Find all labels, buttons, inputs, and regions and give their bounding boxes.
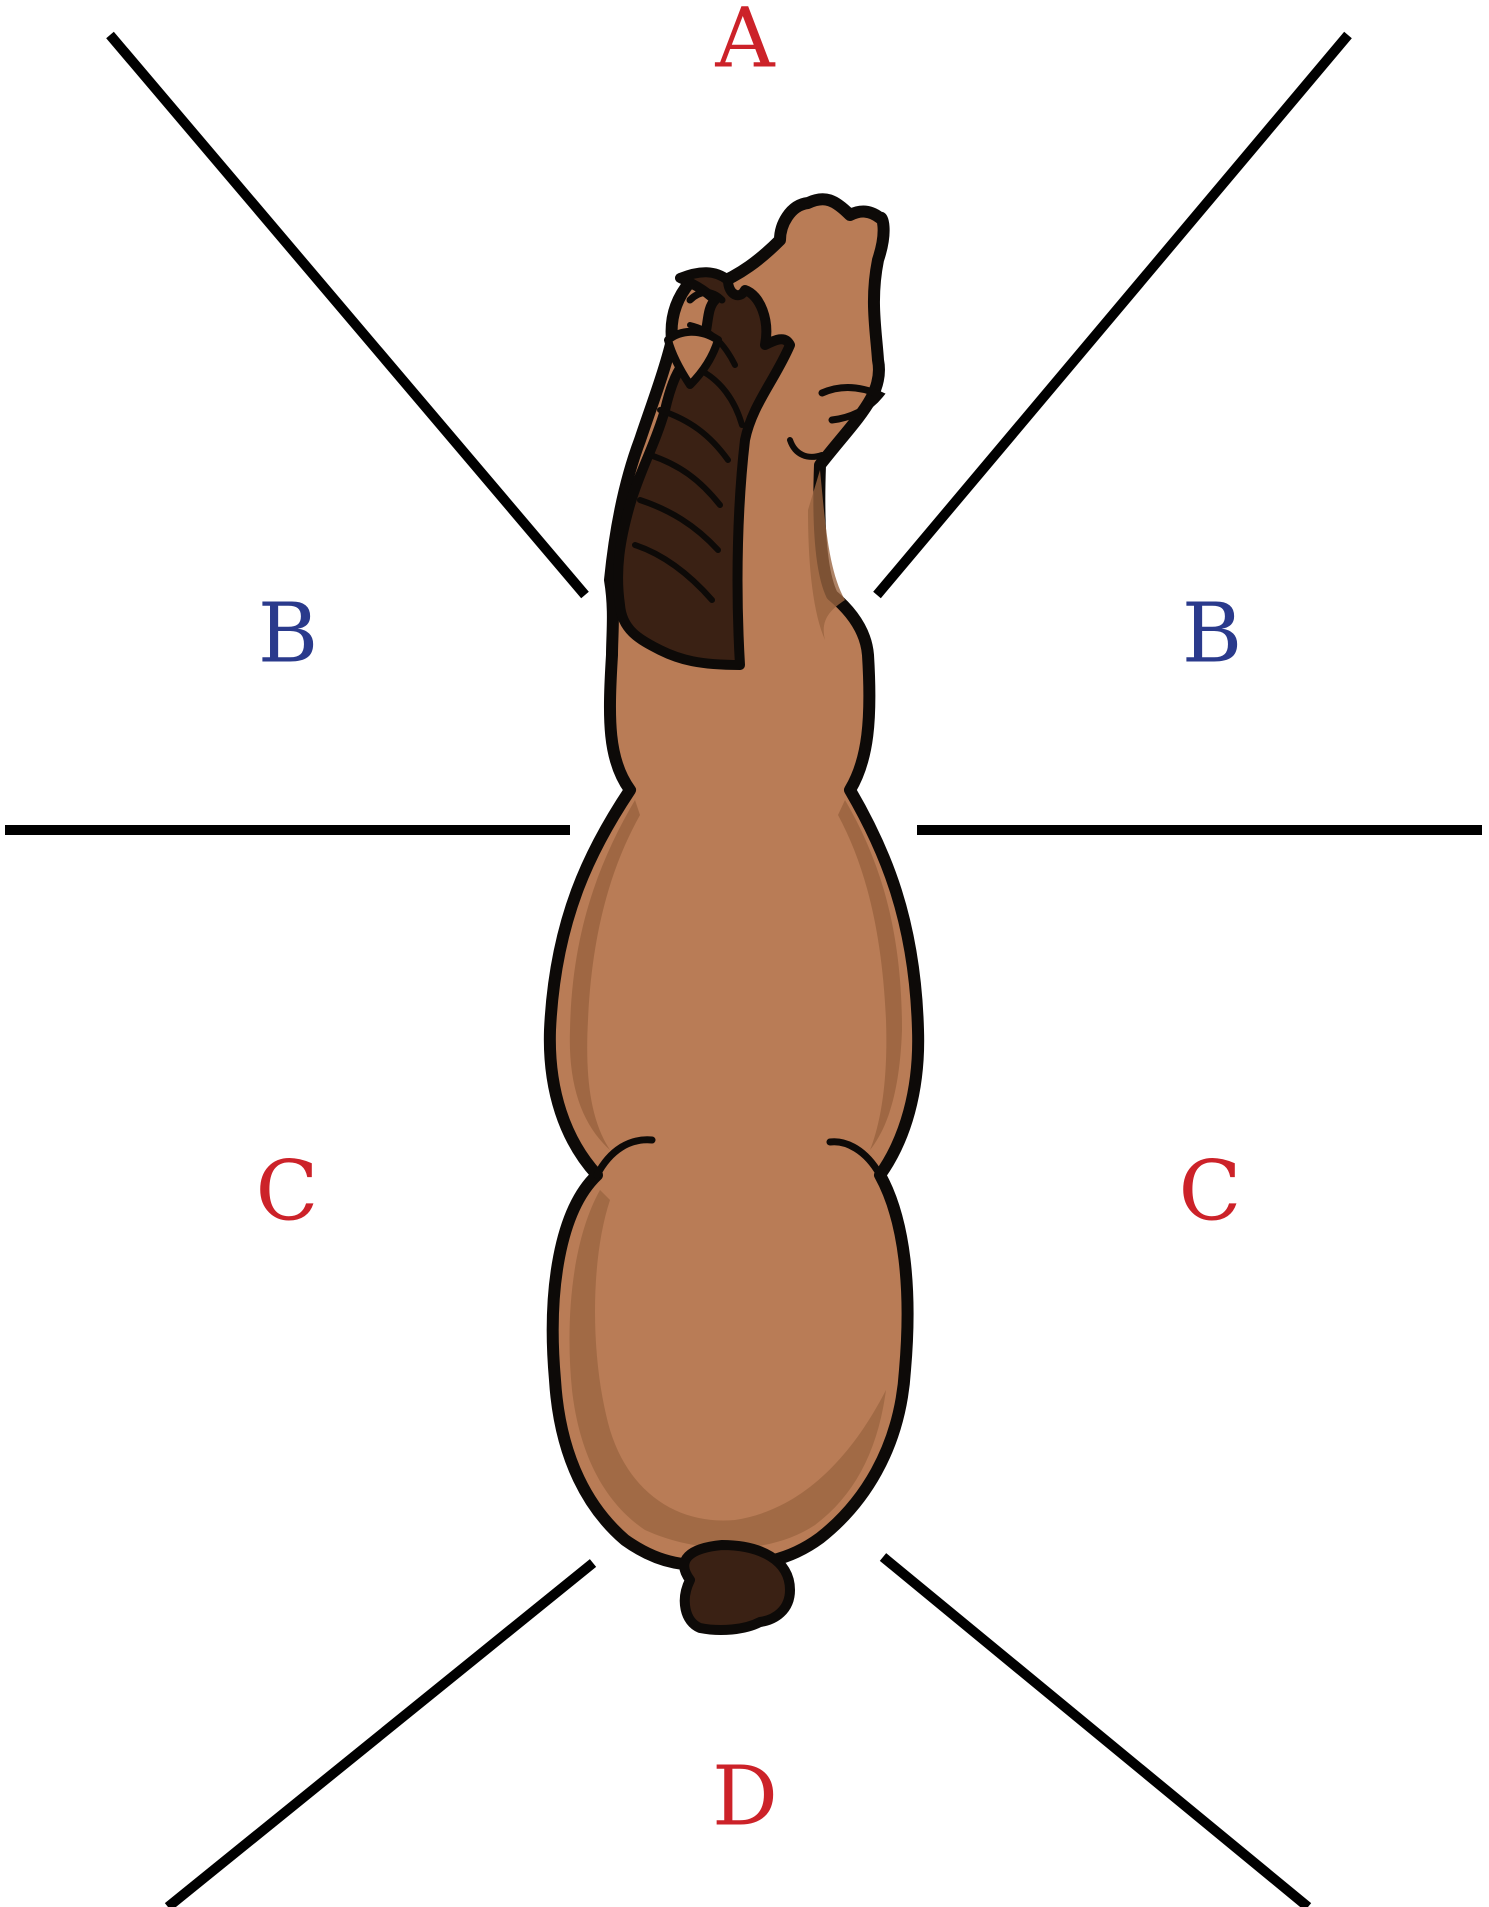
zone-label-left-shoulder: B (258, 587, 318, 682)
horse-muzzle-tip (804, 197, 854, 218)
horse-neck-shade (808, 470, 845, 640)
horse-crease-left (593, 1136, 656, 1179)
horse-top-view-icon (543, 193, 925, 1635)
zone-label-rear: D (712, 1750, 778, 1845)
zone-label-front: A (714, 0, 776, 87)
horse-jaw-line (787, 437, 825, 460)
divider-rear-left (164, 1559, 597, 1907)
divider-front-left (106, 31, 589, 599)
zone-label-right-flank: C (1179, 1145, 1242, 1240)
zone-labels: A B B C C D (256, 0, 1243, 1845)
horse-body-shade-right (838, 800, 902, 1150)
zone-label-right-shoulder: B (1182, 587, 1242, 682)
horse-crease-right (826, 1138, 884, 1179)
horse-body-shade-left (569, 800, 640, 1150)
horse-hindquarter-shade (569, 1190, 886, 1549)
horse-forelock (686, 289, 726, 304)
horse-tail (679, 1540, 795, 1635)
horse-mane (613, 267, 795, 670)
zone-label-left-flank: C (256, 1145, 319, 1240)
zone-divider-lines (5, 31, 1482, 1907)
divider-rear-right (879, 1553, 1312, 1907)
horse-nostril (818, 384, 886, 424)
horse-ear (664, 327, 722, 389)
divider-front-right (873, 31, 1352, 599)
